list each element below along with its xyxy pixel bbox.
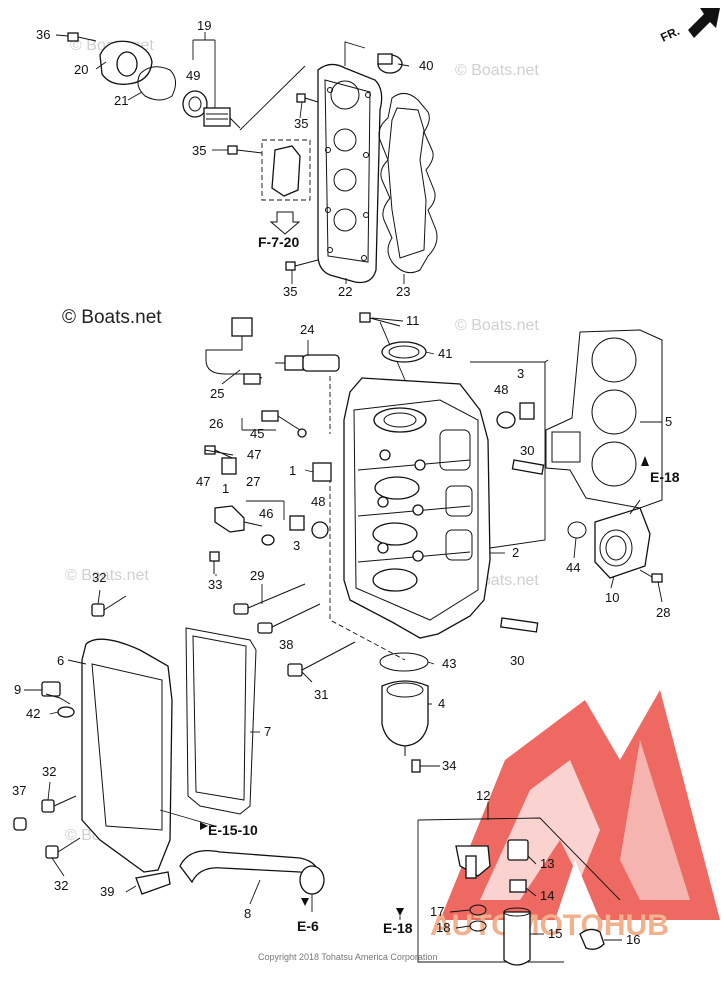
watermark: © Boats.net <box>455 317 539 334</box>
callout[interactable]: 8 <box>244 906 251 921</box>
exhaust-cover-group <box>227 41 438 284</box>
callout[interactable]: 47 <box>247 447 261 462</box>
copyright: Copyright 2018 Tohatsu America Corporati… <box>258 952 437 962</box>
automotohub-logo <box>440 690 720 920</box>
ref-e-15-10[interactable]: E-15-10 <box>208 822 258 838</box>
callout[interactable]: 33 <box>208 577 222 592</box>
callout[interactable]: 42 <box>26 706 40 721</box>
callout[interactable]: 26 <box>209 416 223 431</box>
callout[interactable]: 3 <box>293 538 300 553</box>
callout[interactable]: 46 <box>259 506 273 521</box>
callout[interactable]: 19 <box>197 18 211 33</box>
callout[interactable]: 15 <box>548 926 562 941</box>
callout[interactable]: 41 <box>438 346 452 361</box>
watermark: © Boats.net <box>455 62 539 79</box>
ref-f-7-20[interactable]: F-7-20 <box>258 234 299 250</box>
callout[interactable]: 38 <box>279 637 293 652</box>
ref-e-18-bottom[interactable]: E-18 <box>383 920 413 936</box>
fuel-filter-group <box>417 817 621 966</box>
callout[interactable]: 30 <box>510 653 524 668</box>
callout[interactable]: 48 <box>494 382 508 397</box>
callout[interactable]: 9 <box>14 682 21 697</box>
callout[interactable]: 6 <box>57 653 64 668</box>
callout[interactable]: 27 <box>246 474 260 489</box>
callout[interactable]: 20 <box>74 62 88 77</box>
callout[interactable]: 12 <box>476 788 490 803</box>
callout[interactable]: 18 <box>436 920 450 935</box>
callout[interactable]: 44 <box>566 560 580 575</box>
callout-numbers: 36 20 19 49 21 40 35 35 35 22 23 11 24 4… <box>12 18 672 947</box>
ref-e-18-top[interactable]: E-18 <box>650 469 680 485</box>
callout[interactable]: 32 <box>54 878 68 893</box>
fr-label: FR. <box>658 24 681 45</box>
callout[interactable]: 17 <box>430 904 444 919</box>
callout[interactable]: 35 <box>294 116 308 131</box>
callout[interactable]: 35 <box>192 143 206 158</box>
callout[interactable]: 7 <box>264 724 271 739</box>
callout[interactable]: 4 <box>438 696 445 711</box>
callout[interactable]: 32 <box>42 764 56 779</box>
callout[interactable]: 11 <box>406 313 420 328</box>
callout[interactable]: 45 <box>250 426 264 441</box>
callout[interactable]: 29 <box>250 568 264 583</box>
callout[interactable]: 28 <box>656 605 670 620</box>
callout[interactable]: 1 <box>289 463 296 478</box>
callout[interactable]: 1 <box>222 481 229 496</box>
arrow-icon <box>301 898 309 906</box>
callout[interactable]: 35 <box>283 284 297 299</box>
arrow-icon <box>641 456 649 466</box>
callout[interactable]: 49 <box>186 68 200 83</box>
callout[interactable]: 39 <box>100 884 114 899</box>
callout[interactable]: 21 <box>114 93 128 108</box>
callout[interactable]: 31 <box>314 687 328 702</box>
callout[interactable]: 43 <box>442 656 456 671</box>
callout[interactable]: 34 <box>442 758 456 773</box>
callout[interactable]: 37 <box>12 783 26 798</box>
ref-e-6[interactable]: E-6 <box>297 918 319 934</box>
callout[interactable]: 47 <box>196 474 210 489</box>
cylinder-block-group <box>204 312 663 773</box>
callout[interactable]: 30 <box>520 443 534 458</box>
callout[interactable]: 2 <box>512 545 519 560</box>
watermark: © Boats.net <box>65 567 149 584</box>
callout[interactable]: 10 <box>605 590 619 605</box>
front-direction-arrow: FR. <box>658 8 720 45</box>
callout[interactable]: 24 <box>300 322 314 337</box>
arrow-icon <box>200 822 208 830</box>
side-cover-group <box>13 595 325 895</box>
callout[interactable]: 36 <box>36 27 50 42</box>
thermostat-cover-group <box>67 32 306 131</box>
brand-label: © Boats.net <box>62 307 162 328</box>
callout[interactable]: 5 <box>665 414 672 429</box>
leader-lines <box>24 34 663 941</box>
callout[interactable]: 48 <box>311 494 325 509</box>
callout[interactable]: 13 <box>540 856 554 871</box>
callout[interactable]: 40 <box>419 58 433 73</box>
callout[interactable]: 23 <box>396 284 410 299</box>
callout[interactable]: 22 <box>338 284 352 299</box>
arrow-icon <box>396 908 404 916</box>
callout[interactable]: 32 <box>92 570 106 585</box>
callout[interactable]: 14 <box>540 888 554 903</box>
callout[interactable]: 3 <box>517 366 524 381</box>
callout[interactable]: 25 <box>210 386 224 401</box>
callout[interactable]: 16 <box>626 932 640 947</box>
